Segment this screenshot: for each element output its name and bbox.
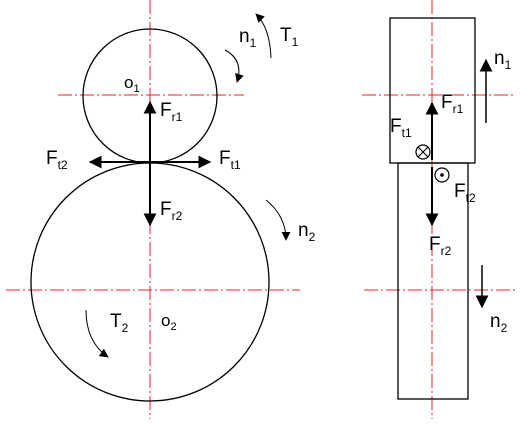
rotation-arrow-n1 [224, 49, 244, 83]
label-fr2: Fr2 [160, 199, 183, 223]
label-ft2: Ft2 [46, 148, 68, 172]
side-label-ft1: Ft1 [390, 116, 412, 140]
label-o1: o1 [124, 73, 140, 95]
front-view: o1 o2 n1 T1 Fr1 Ft2 Ft1 Fr2 n2 T2 [6, 0, 316, 419]
side-gear2-block [397, 162, 469, 400]
torque-arrow-t1 [255, 13, 272, 59]
label-ft1: Ft1 [219, 148, 241, 172]
label-t2: T2 [110, 311, 129, 335]
side-view: n1 Fr1 Ft1 Ft2 Fr2 n2 [362, 0, 516, 419]
force-out-of-page-icon [434, 167, 450, 183]
label-t1: T1 [280, 25, 299, 49]
force-into-page-icon [415, 144, 431, 160]
label-n2: n2 [298, 220, 316, 244]
side-label-n2: n2 [490, 311, 508, 335]
rotation-arrow-n2 [265, 199, 291, 241]
side-label-fr2: Fr2 [429, 234, 452, 258]
label-o2: o2 [161, 311, 177, 333]
side-label-ft2: Ft2 [454, 181, 476, 205]
label-n1: n1 [239, 26, 257, 50]
torque-arrow-t2 [85, 309, 109, 358]
side-label-fr1: Fr1 [441, 92, 464, 116]
label-fr1: Fr1 [160, 100, 183, 124]
side-label-n1: n1 [494, 48, 512, 72]
